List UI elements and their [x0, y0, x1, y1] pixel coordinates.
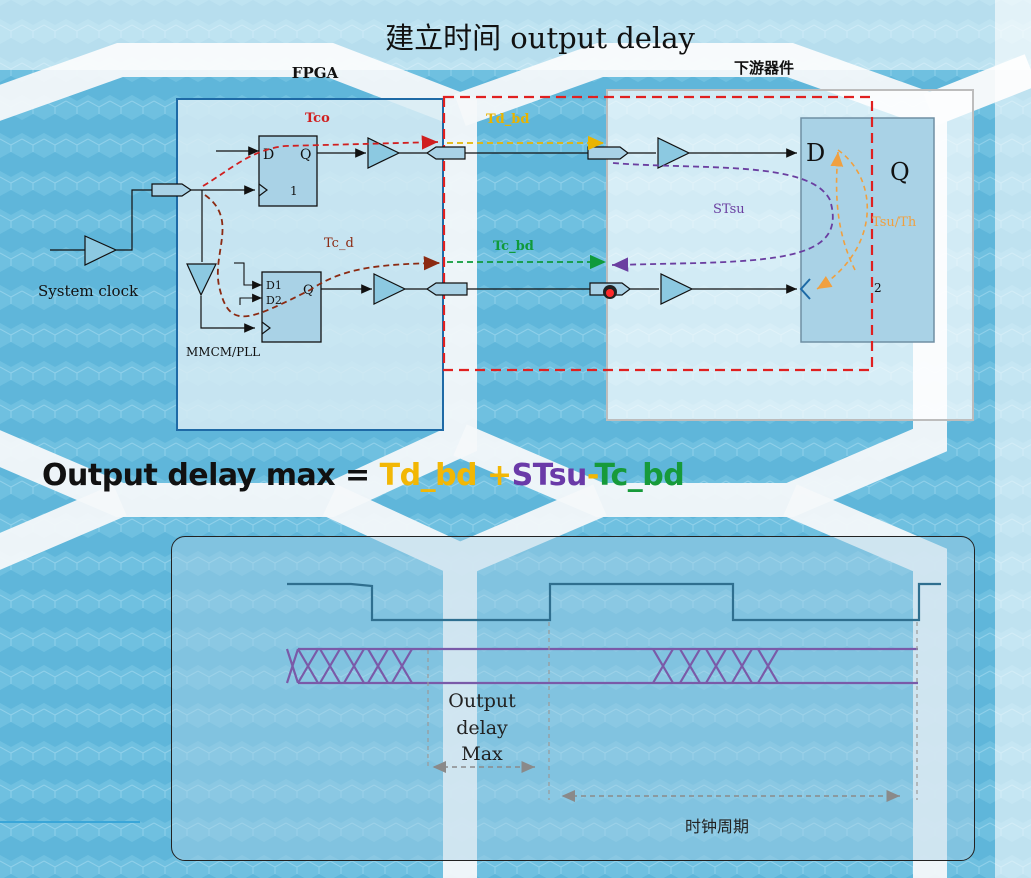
- mmcm-buffer: [186, 263, 217, 297]
- output-delay-formula: Output delay max = Td_bd +STsu-Tc_bd: [42, 458, 685, 493]
- ff1-d-pin: D: [263, 147, 274, 163]
- ff1-block: [258, 135, 318, 207]
- fpga-label: FPGA: [292, 64, 339, 82]
- page-title: 建立时间 output delay: [385, 21, 695, 55]
- tco-label: Tco: [305, 111, 330, 126]
- tsu-th-path-down: [816, 149, 869, 290]
- downstream-label: 下游器件: [734, 59, 794, 77]
- ff2-d1-pin: D1: [266, 279, 282, 292]
- mmcm-label: MMCM/PLL: [186, 345, 260, 359]
- formula-minus: -: [586, 458, 595, 493]
- tco-path: [202, 135, 439, 187]
- formula-plus: +: [477, 458, 512, 493]
- formula-prefix: Output delay max =: [42, 458, 380, 493]
- ff2-output-buffer: [373, 273, 407, 305]
- ff2-d2-pin: D2: [266, 294, 282, 307]
- tc-d-path: [204, 194, 441, 318]
- tsu-th-label: Tsu/Th: [872, 215, 917, 230]
- clock-input-buffer: [151, 183, 193, 197]
- system-clock-label: System clock: [38, 282, 139, 300]
- stsu-label: STsu: [713, 202, 745, 217]
- ff3-d-pin: D: [806, 139, 825, 167]
- clock-waveform: [287, 582, 941, 622]
- ff1-output-buffer: [367, 137, 401, 169]
- ff1-q-pin: Q: [300, 147, 311, 163]
- tc-bd-label: Tc_bd: [493, 239, 534, 254]
- downstream-data-buffer: [657, 137, 691, 169]
- ff3-block: [800, 117, 935, 343]
- output-delay-label-3: Max: [461, 743, 503, 765]
- tc-d-label: Tc_d: [324, 236, 354, 251]
- output-delay-label-1: Output: [448, 690, 516, 712]
- timing-diagram-panel: [171, 536, 975, 861]
- ff2-block: [261, 271, 322, 343]
- data-waveform: [285, 647, 918, 685]
- clock-wires: [191, 185, 255, 333]
- td-bd-label: Td_bd: [486, 112, 529, 127]
- formula-stsu: STsu: [511, 458, 588, 493]
- output-delay-label-2: delay: [456, 717, 508, 739]
- ff3-q-pin: Q: [890, 158, 910, 186]
- formula-td-bd: Td_bd: [379, 458, 478, 493]
- system-clock-input: [50, 183, 193, 266]
- cursor-marker: [603, 285, 617, 299]
- clock-period-label: 时钟周期: [685, 817, 749, 836]
- board-boundary-dashed: [442, 95, 874, 372]
- stsu-path: [611, 162, 834, 272]
- ff1-clk-pin: 1: [290, 184, 298, 198]
- downstream-clock-buffer: [660, 273, 694, 305]
- formula-tc-bd: Tc_bd: [594, 458, 685, 493]
- ff3-clk-pin: 2: [874, 281, 882, 295]
